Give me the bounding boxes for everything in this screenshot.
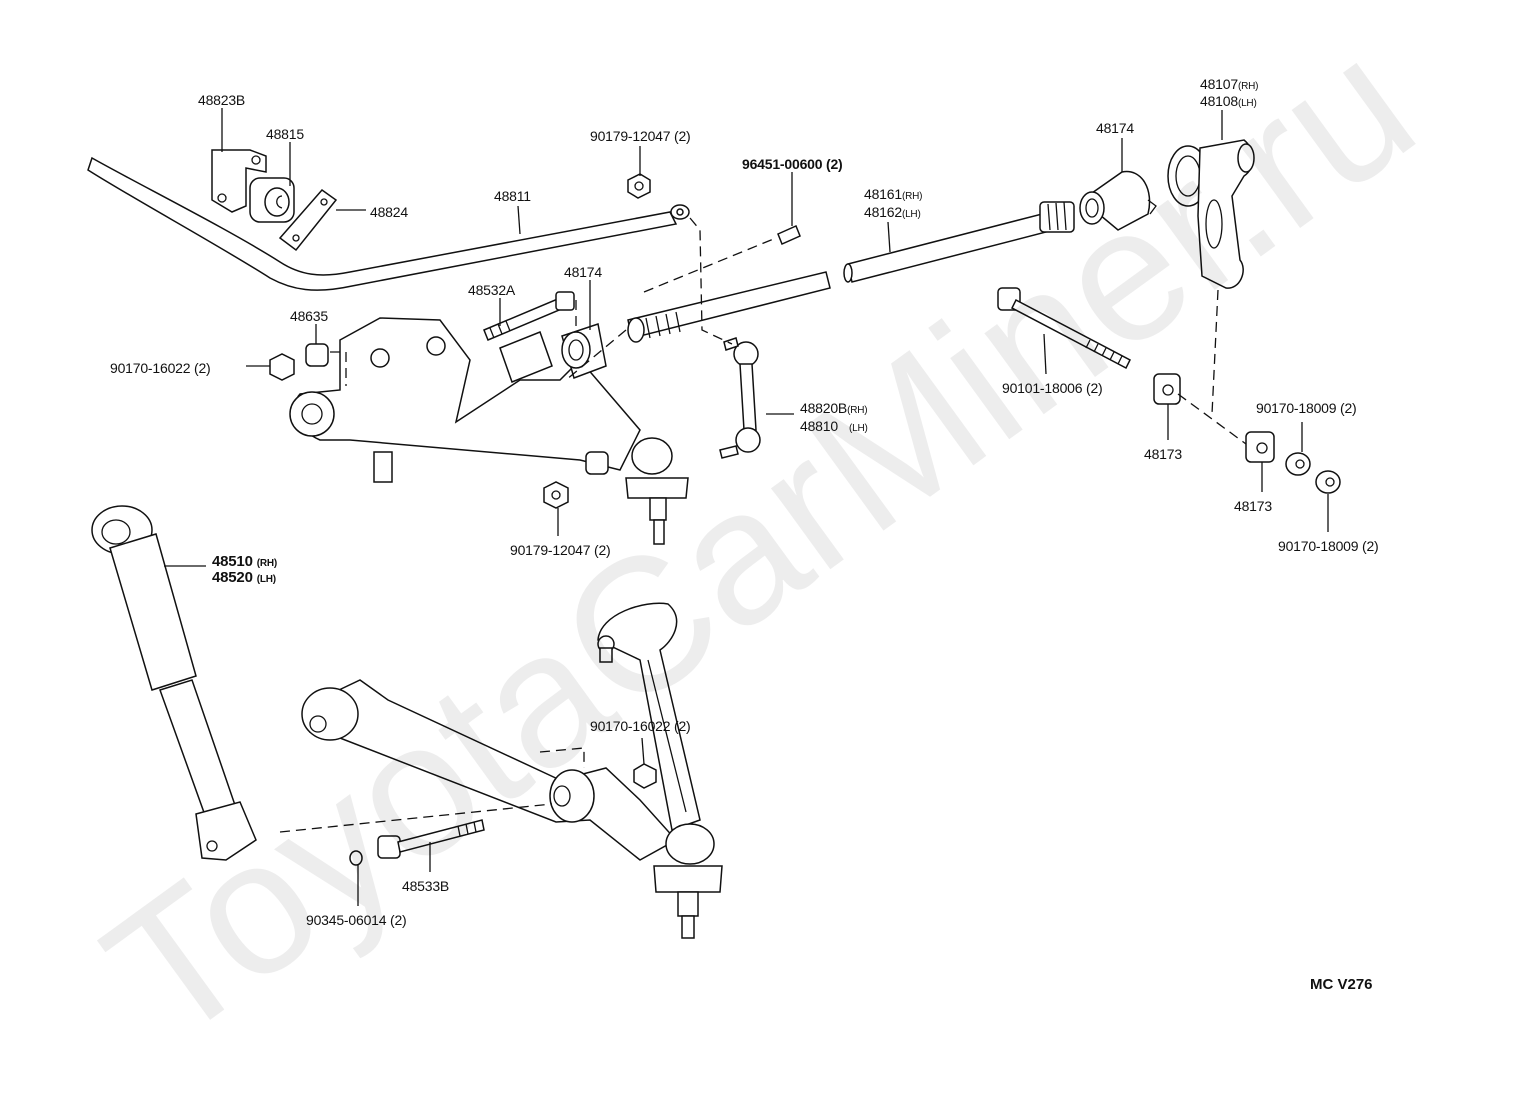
boot-48174-top [1079, 170, 1157, 231]
stabilizer-link-48820B [719, 337, 761, 459]
plate-48824 [278, 188, 338, 252]
nut-90179-top [627, 173, 651, 199]
label-90179-12047-top: 90179-12047 (2) [590, 128, 691, 144]
nut-90170-18009-b [1315, 470, 1341, 494]
diagram-code: MC V276 [1310, 976, 1373, 993]
leader-lines [164, 108, 1329, 906]
bolt-96451 [777, 224, 801, 246]
nut-90170-18009-a [1285, 452, 1311, 476]
ball-joint-lower [653, 823, 723, 939]
label-48510-rh: 48510 (RH) [212, 553, 277, 570]
label-48811: 48811 [494, 188, 531, 204]
label-48174-mid: 48174 [564, 264, 602, 280]
label-48824: 48824 [370, 204, 408, 220]
label-90345-06014: 90345-06014 (2) [306, 912, 407, 928]
label-48520-lh: 48520 (LH) [212, 569, 276, 586]
drive-shaft-48161 [627, 201, 1075, 343]
ball-joint-upper [625, 437, 689, 545]
lower-control-arm [301, 602, 701, 861]
boot-48174-mid [561, 323, 607, 379]
stabilizer-bar-48811 [87, 156, 690, 291]
bolt-90101 [997, 287, 1131, 370]
nut-90170-16022-left [269, 353, 295, 381]
upper-control-arm [289, 317, 641, 483]
label-48820B-rh: 48820B(RH) [800, 400, 868, 416]
label-90170-16022-mid: 90170-16022 (2) [590, 718, 691, 734]
assembly-guide-lines [279, 217, 1247, 833]
label-48162-lh: 48162(LH) [864, 204, 921, 220]
label-48823B: 48823B [198, 92, 246, 108]
label-90170-16022-left: 90170-16022 (2) [110, 360, 211, 376]
label-48108-lh: 48108(LH) [1200, 93, 1257, 109]
label-48161-rh: 48161(RH) [864, 186, 923, 202]
bracket-48823B [211, 149, 267, 213]
label-90170-18009-a: 90170-18009 (2) [1256, 400, 1357, 416]
label-48174-top: 48174 [1096, 120, 1134, 136]
bushing-48635 [305, 343, 329, 367]
label-96451-00600: 96451-00600 (2) [742, 156, 843, 172]
label-48173-b: 48173 [1234, 498, 1272, 514]
bushing-48173-b [1245, 431, 1275, 463]
label-90179-12047-bottom: 90179-12047 (2) [510, 542, 611, 558]
label-48533B: 48533B [402, 878, 450, 894]
label-48107-rh: 48107(RH) [1200, 76, 1259, 92]
label-48815: 48815 [266, 126, 304, 142]
washer-90345 [349, 850, 363, 866]
label-48532A: 48532A [468, 282, 516, 298]
bolt-48532A [483, 291, 575, 341]
bushing-48815 [249, 177, 295, 223]
nut-90179-bottom [543, 481, 569, 509]
label-48173-a: 48173 [1144, 446, 1182, 462]
arm-48107 [1167, 139, 1255, 289]
shock-absorber-48510 [91, 505, 257, 861]
label-90170-18009-b: 90170-18009 (2) [1278, 538, 1379, 554]
label-48635: 48635 [290, 308, 328, 324]
bushing-48173-a [1153, 373, 1181, 405]
label-48810-lh: 48810 (LH) [800, 418, 868, 434]
bolt-48533B [377, 819, 485, 859]
label-90101-18006: 90101-18006 (2) [1002, 380, 1103, 396]
nut-90170-16022-mid [633, 763, 657, 789]
